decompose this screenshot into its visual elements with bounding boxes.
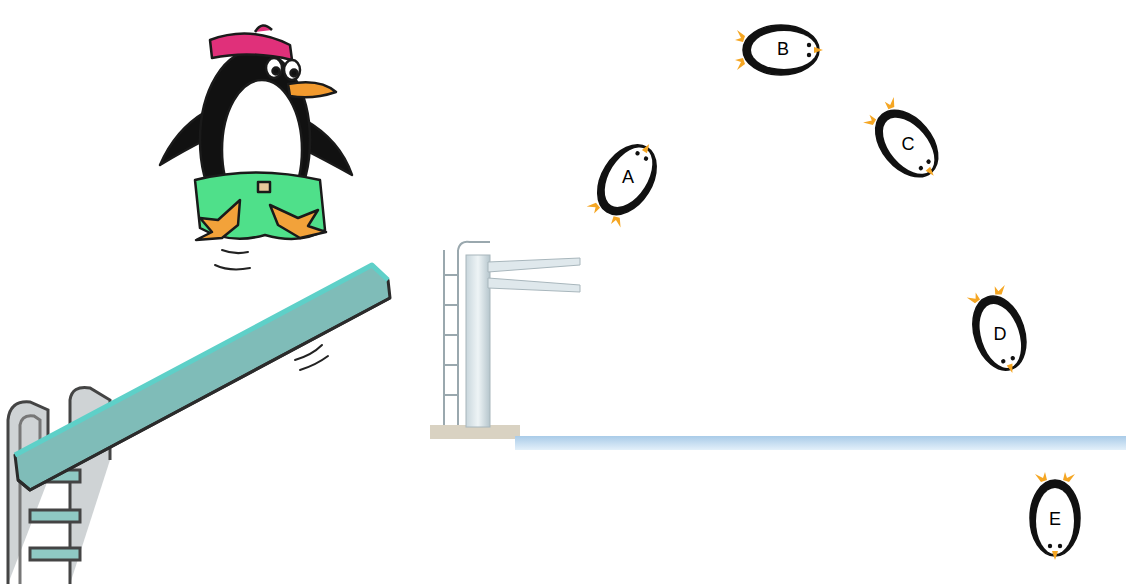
penguin-position: A — [578, 128, 678, 228]
position-letter: E — [1005, 508, 1105, 530]
position-letter: D — [950, 323, 1050, 345]
diving-tower — [430, 242, 580, 439]
motion-lines — [215, 250, 328, 370]
penguin-position: C — [858, 95, 958, 195]
cartoon-penguin — [160, 25, 352, 240]
penguin-position: D — [950, 285, 1050, 385]
springboard — [15, 265, 390, 490]
water-surface — [515, 436, 1126, 450]
position-letter: C — [858, 133, 958, 155]
position-letter: A — [578, 166, 678, 188]
penguin-position: E — [1005, 470, 1105, 570]
penguin-position: B — [733, 0, 833, 100]
position-letter: B — [733, 38, 833, 60]
